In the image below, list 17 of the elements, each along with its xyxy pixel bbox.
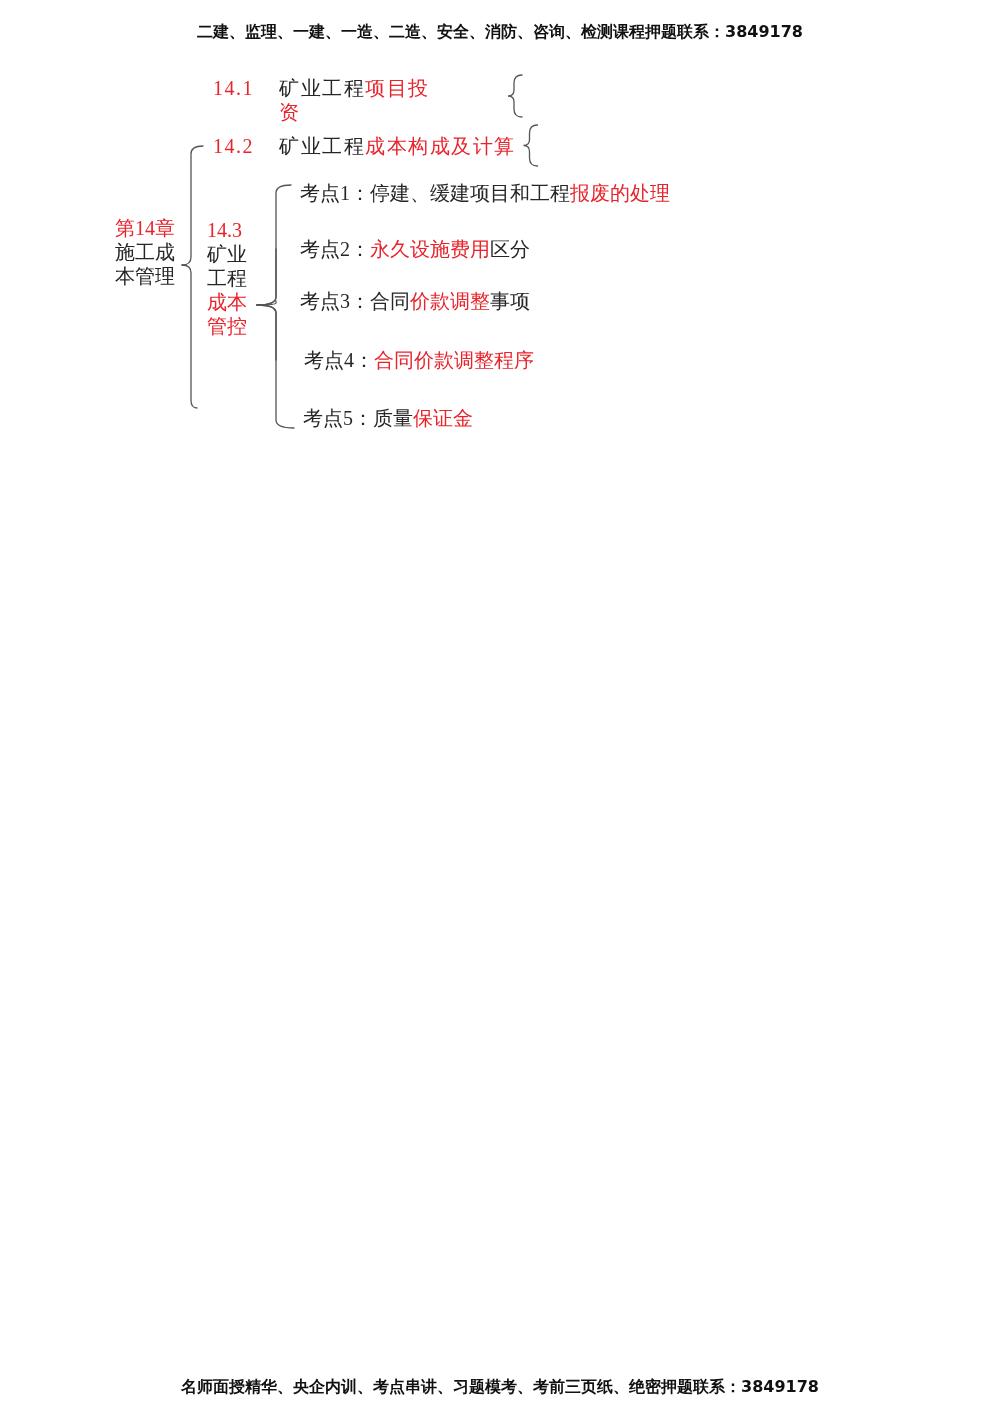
node-text: 考点5：质量保证金: [303, 406, 473, 430]
node-text: 矿业工程项目投资: [279, 76, 431, 124]
node-text: 矿业工程成本管控: [207, 242, 248, 338]
node-heading: 14.2: [213, 134, 254, 158]
node-text: 考点4：合同价款调整程序: [304, 348, 534, 372]
node-text: 考点1：停建、缓建项目和工程报废的处理: [300, 181, 670, 205]
node-heading: 14.3: [207, 218, 242, 242]
node-heading: 第14章: [115, 216, 175, 240]
brace-connector: [256, 304, 295, 429]
footer-text: 名师面授精华、央企内训、考点串讲、习题模考、考前三页纸、绝密押题联系：3849178: [181, 1377, 819, 1397]
node-text: 考点2：永久设施费用区分: [300, 237, 530, 261]
node-text: 矿业工程成本构成及计算: [279, 134, 516, 158]
node-text: 考点3：合同价款调整事项: [300, 289, 530, 313]
brace-connector: [181, 264, 198, 409]
node-heading: 14.1: [213, 76, 254, 100]
node-text: 施工成本管理: [115, 240, 176, 288]
header-text: 二建、监理、一建、一造、二造、安全、消防、咨询、检测课程押题联系：3849178: [197, 22, 803, 42]
